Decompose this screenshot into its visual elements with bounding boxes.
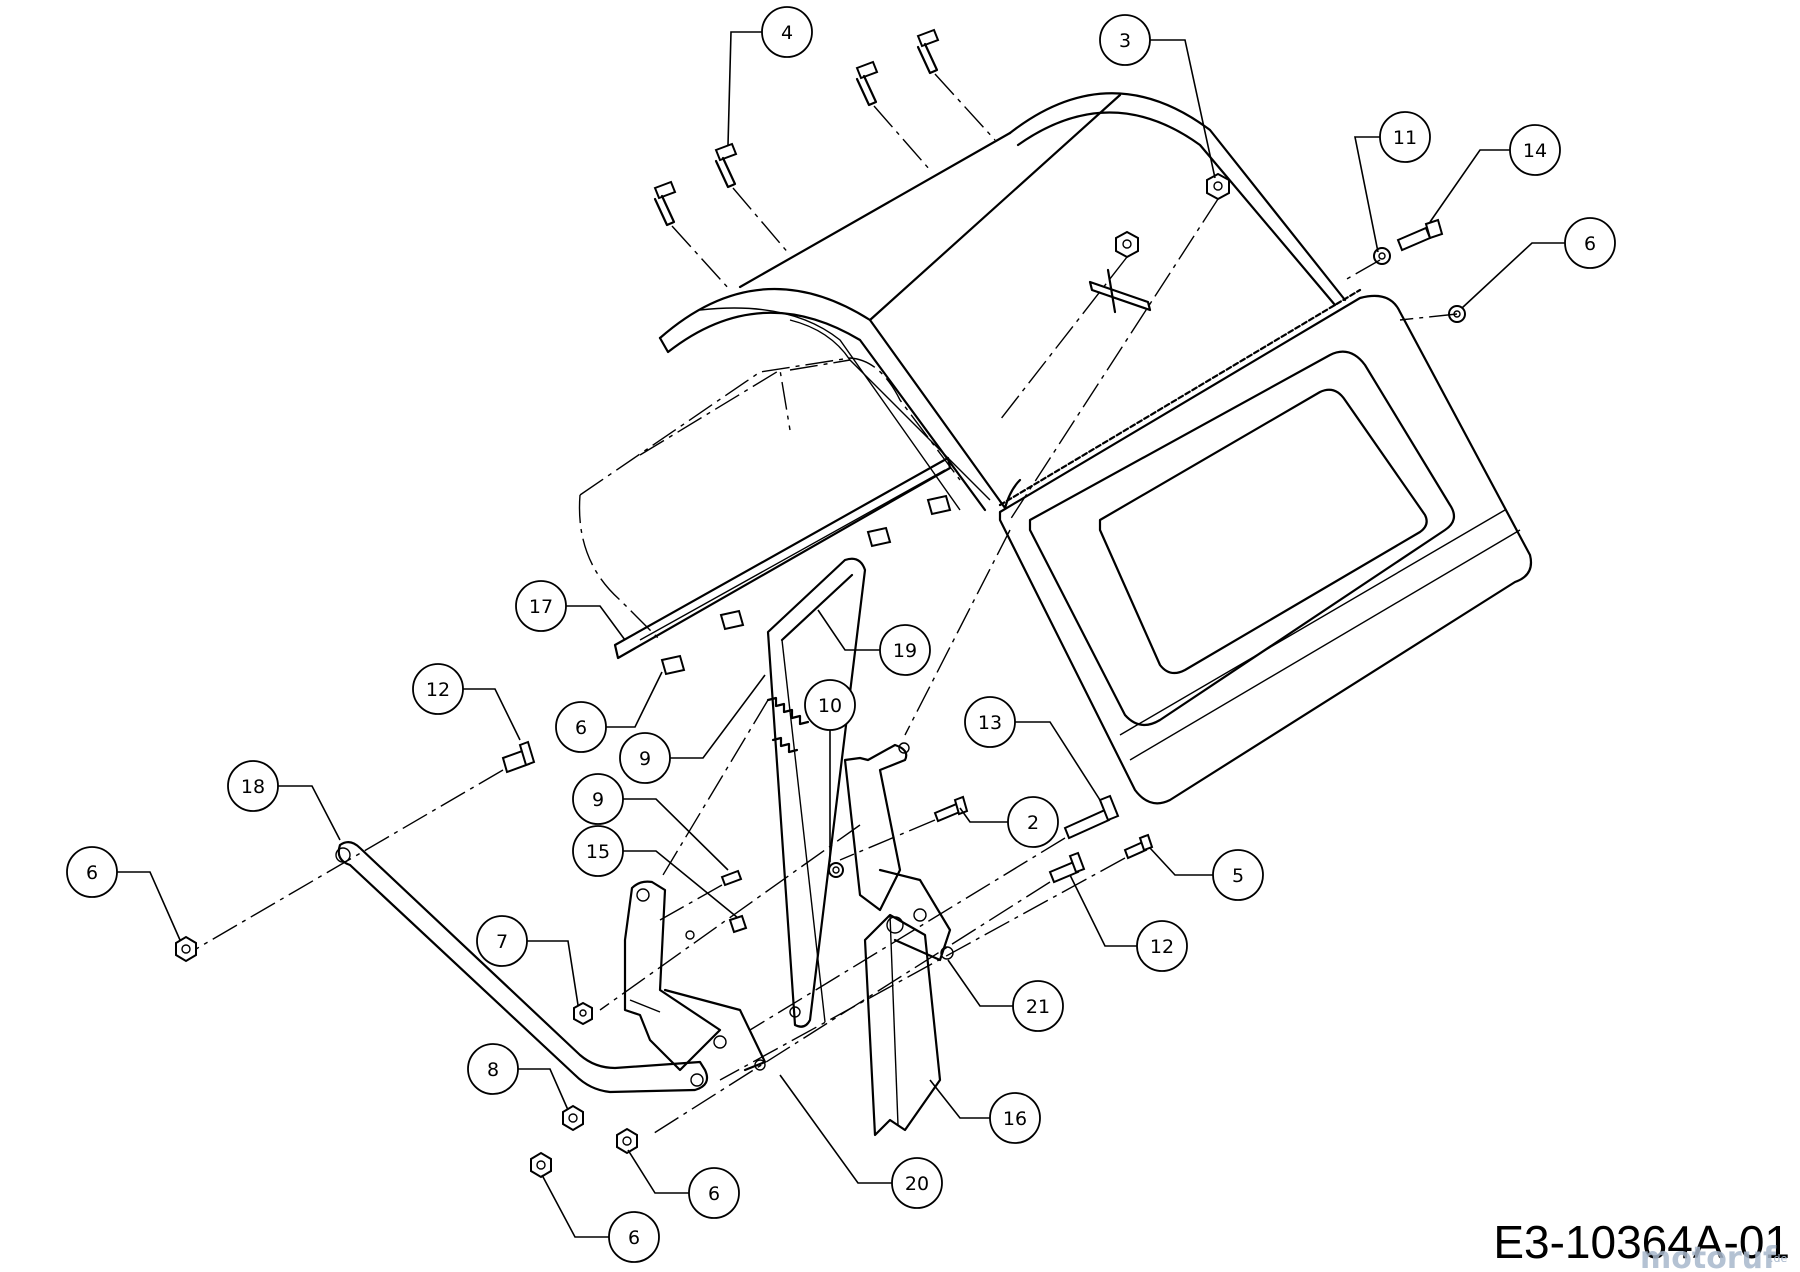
bracket-20 — [623, 880, 767, 1072]
callout-leaders — [117, 31, 1565, 1238]
drawing-id: E3-10364A-01 — [1493, 1216, 1790, 1268]
callout-18: 18 — [227, 760, 279, 812]
svg-text:6: 6 — [1584, 233, 1596, 255]
svg-text:9: 9 — [592, 789, 604, 811]
callout-6-c: 6 — [66, 846, 118, 898]
svg-text:8: 8 — [487, 1059, 499, 1081]
svg-text:6: 6 — [86, 862, 98, 884]
svg-text:3: 3 — [1119, 30, 1131, 52]
svg-text:17: 17 — [529, 596, 553, 618]
bolt-top-2 — [714, 142, 738, 189]
bolt-top-4 — [916, 28, 940, 75]
fasteners — [175, 28, 1466, 1179]
svg-text:10: 10 — [818, 695, 842, 717]
callout-19: 19 — [879, 624, 931, 676]
svg-text:12: 12 — [426, 679, 450, 701]
bolt-12-right — [1048, 851, 1086, 884]
callout-5: 5 — [1212, 849, 1264, 901]
nut-under-4 — [926, 494, 952, 516]
callout-13: 13 — [964, 696, 1016, 748]
callout-17: 17 — [515, 580, 567, 632]
pin-9 — [720, 869, 743, 887]
callout-3: 3 — [1099, 14, 1151, 66]
watermark-suffix: .de — [1770, 1252, 1787, 1265]
svg-text:9: 9 — [639, 748, 651, 770]
callout-20: 20 — [891, 1157, 943, 1209]
callout-9-b: 9 — [572, 773, 624, 825]
nut-3 — [1206, 172, 1230, 201]
svg-text:13: 13 — [978, 712, 1002, 734]
svg-text:5: 5 — [1232, 865, 1244, 887]
hood-shield — [578, 92, 1533, 805]
svg-text:16: 16 — [1003, 1108, 1027, 1130]
callout-16: 16 — [989, 1092, 1041, 1144]
callout-12-b: 12 — [1136, 920, 1188, 972]
svg-text:14: 14 — [1523, 140, 1547, 162]
callout-6-b: 6 — [555, 701, 607, 753]
callout-6-a: 6 — [1564, 217, 1616, 269]
callout-7: 7 — [476, 915, 528, 967]
side-plate-19 — [766, 557, 867, 1028]
svg-text:19: 19 — [893, 640, 917, 662]
nut-under-2 — [719, 609, 745, 631]
callout-9-a: 9 — [619, 732, 671, 784]
nut-8 — [562, 1104, 584, 1132]
washer-10 — [828, 862, 844, 878]
svg-text:11: 11 — [1393, 127, 1417, 149]
svg-text:12: 12 — [1150, 936, 1174, 958]
bolt-2 — [933, 795, 969, 823]
svg-text:6: 6 — [708, 1183, 720, 1205]
watermark-logo: motoruf — [1640, 1241, 1777, 1272]
callout-8: 8 — [467, 1043, 519, 1095]
svg-text:6: 6 — [575, 717, 587, 739]
callout-4: 4 — [761, 6, 813, 58]
svg-text:6: 6 — [628, 1227, 640, 1249]
callout-6-e: 6 — [608, 1211, 660, 1263]
nut-6-bottom-a — [616, 1127, 638, 1155]
nut-7 — [573, 1001, 593, 1026]
bolt-5 — [1123, 833, 1154, 860]
svg-text:4: 4 — [781, 22, 793, 44]
nut-hood — [1115, 230, 1139, 259]
callout-21: 21 — [1012, 980, 1064, 1032]
nut-under-1 — [660, 654, 686, 676]
screw-14 — [1396, 218, 1444, 252]
bolt-13 — [1063, 794, 1120, 840]
callout-10: 10 — [804, 679, 856, 731]
callout-14: 14 — [1509, 124, 1561, 176]
svg-text:7: 7 — [496, 931, 508, 953]
strip-17 — [613, 456, 952, 660]
svg-text:15: 15 — [586, 841, 610, 863]
svg-text:2: 2 — [1027, 812, 1039, 834]
nut-6-left — [175, 935, 197, 963]
assembly-lines — [195, 73, 1458, 1136]
bolt-top-3 — [855, 60, 879, 107]
nut-6-bottom-b — [530, 1151, 552, 1179]
callout-2: 2 — [1007, 796, 1059, 848]
callout-6-d: 6 — [688, 1167, 740, 1219]
bolt-top-1 — [653, 180, 677, 227]
nut-under-3 — [866, 526, 892, 548]
callout-12-a: 12 — [412, 663, 464, 715]
callout-15: 15 — [572, 825, 624, 877]
bolt-12-left — [501, 740, 536, 774]
svg-text:18: 18 — [241, 776, 265, 798]
callout-11: 11 — [1379, 111, 1431, 163]
rod-18 — [335, 841, 709, 1094]
spacer-15 — [728, 914, 748, 934]
svg-text:20: 20 — [905, 1173, 929, 1195]
svg-text:21: 21 — [1026, 996, 1050, 1018]
bracket-16 — [863, 913, 942, 1137]
